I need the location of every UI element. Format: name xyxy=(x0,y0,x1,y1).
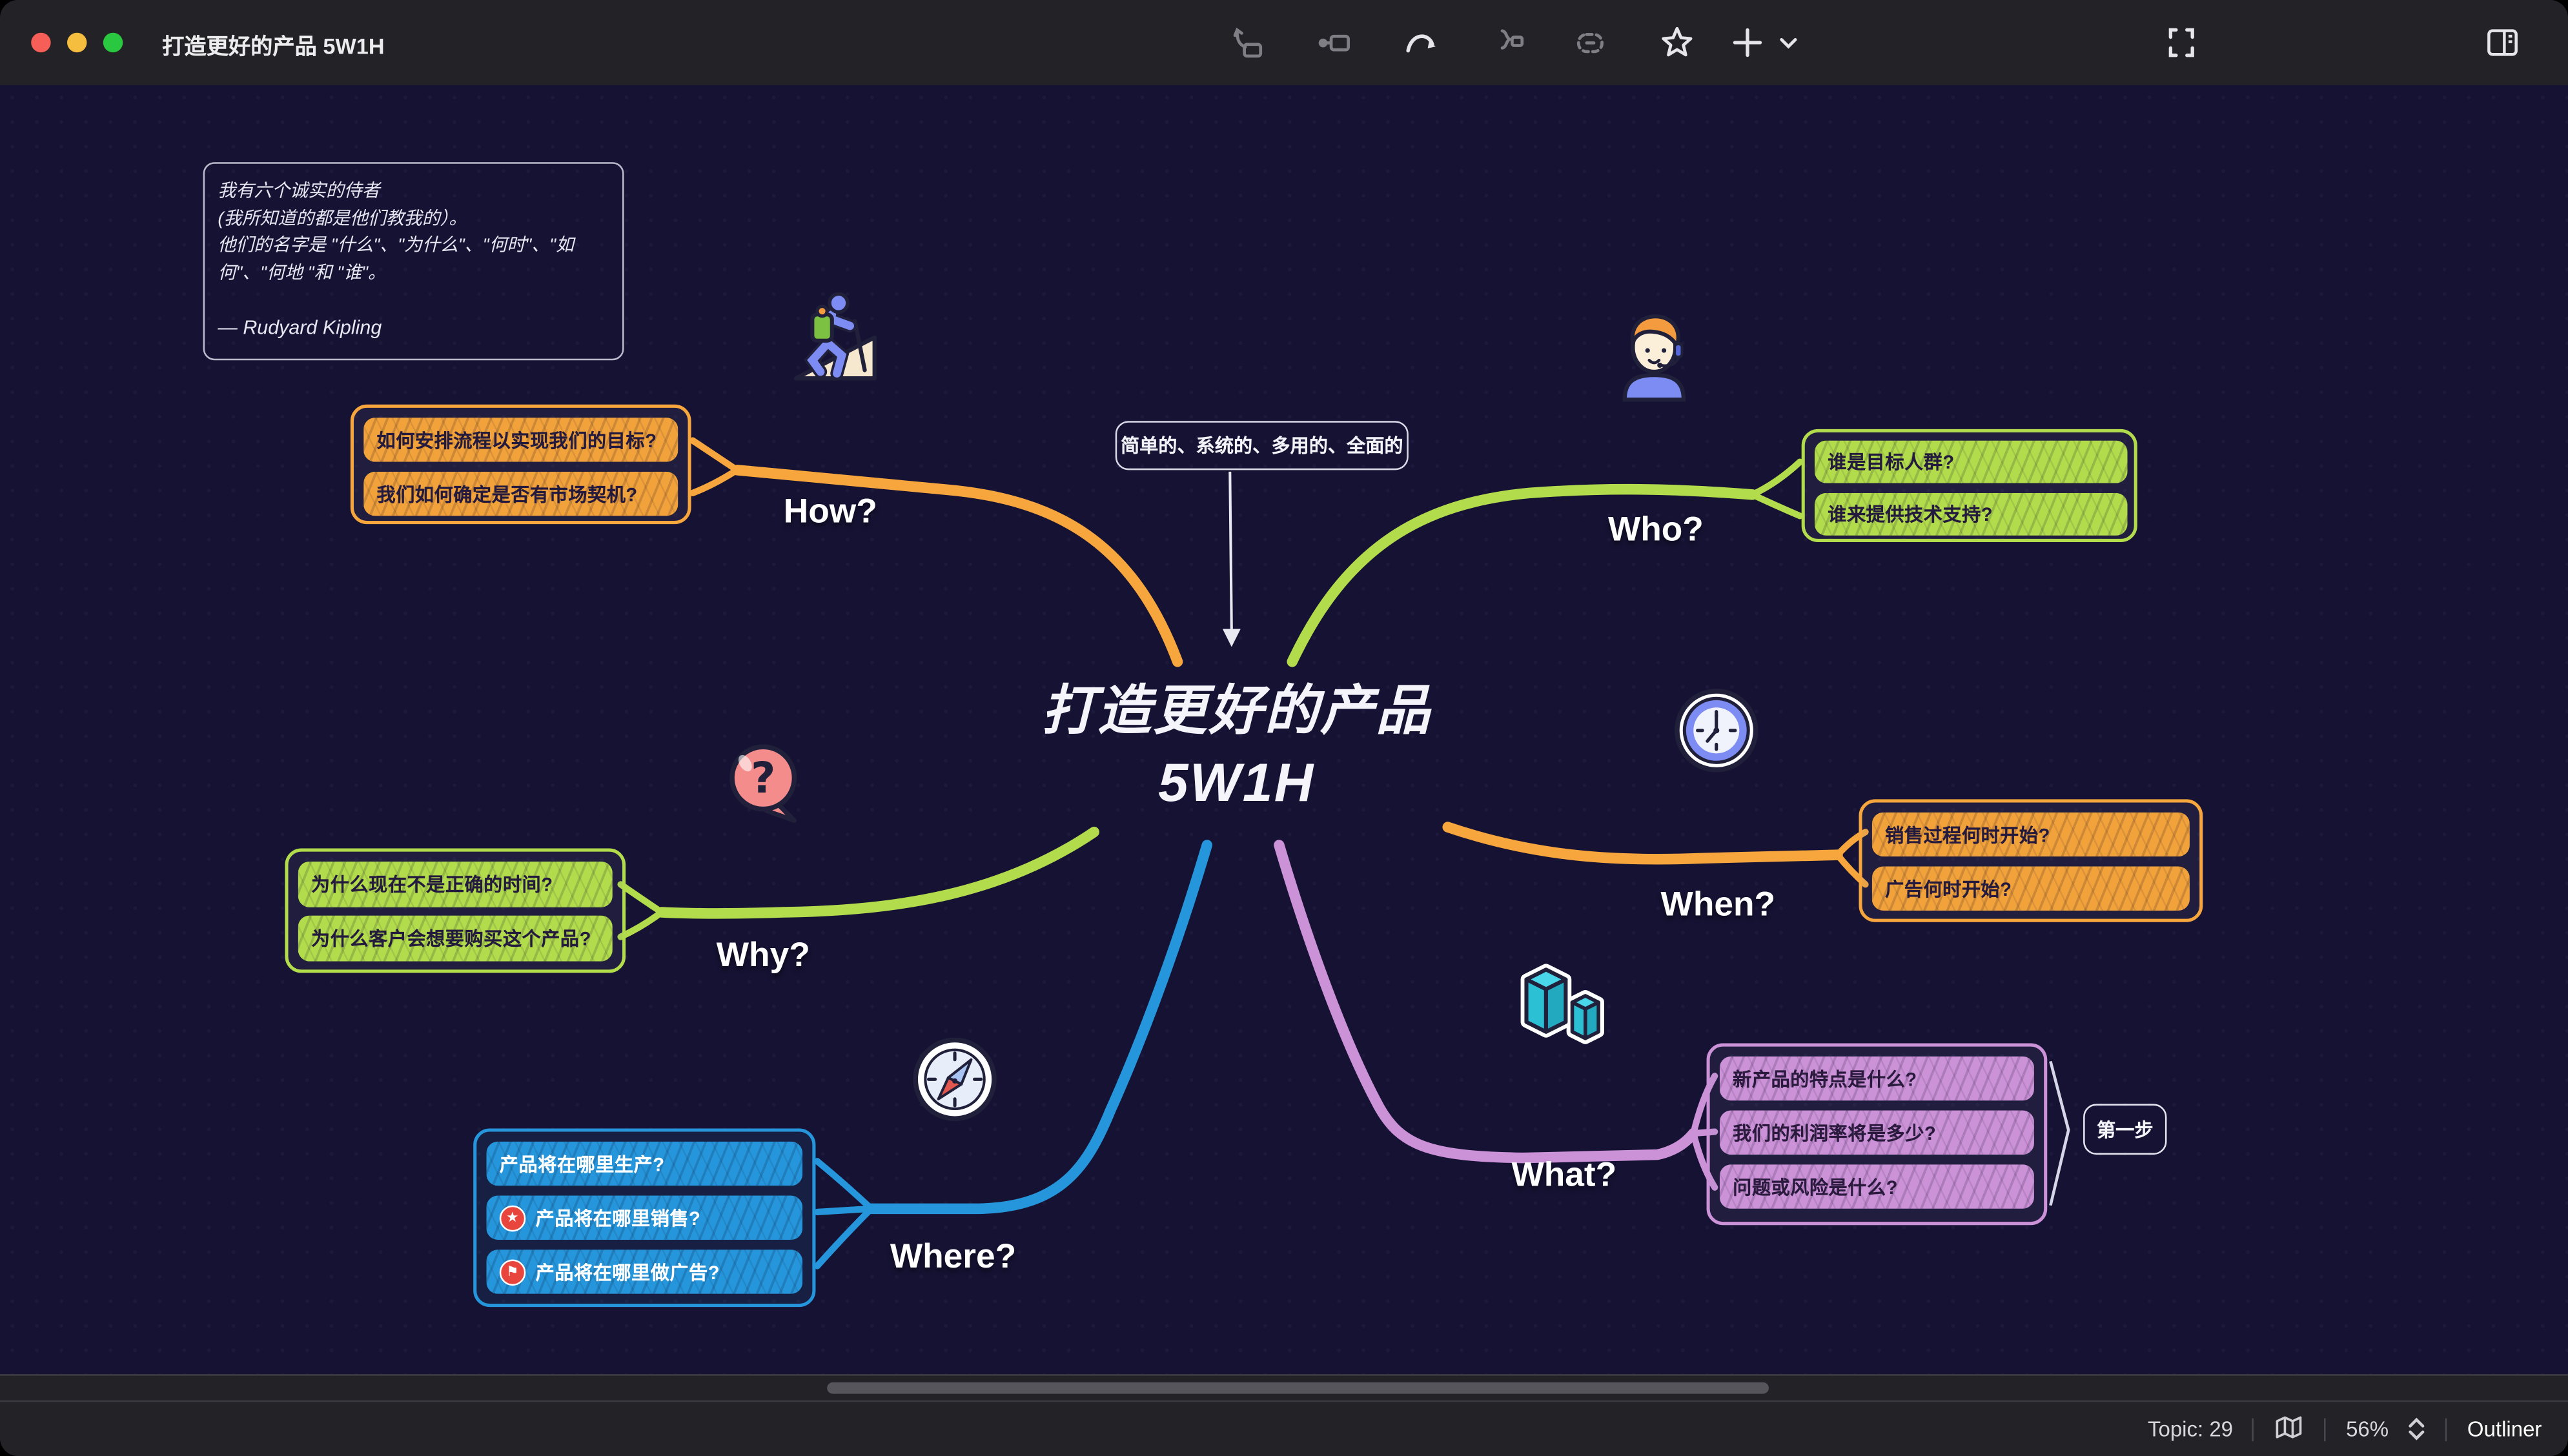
branch-line-who-2 xyxy=(1749,491,1804,520)
branch-label-how[interactable]: How? xyxy=(783,492,877,531)
insert-plus-icon[interactable] xyxy=(1724,19,1770,65)
branch-label-where[interactable]: Where? xyxy=(890,1238,1017,1276)
topic[interactable]: 问题或风险是什么? xyxy=(1720,1164,2034,1209)
branch-line-what xyxy=(1274,840,1699,1164)
quote-line: (我所知道的都是他们教我的）。 xyxy=(218,208,467,229)
branch-line-where-1 xyxy=(813,1158,875,1212)
branch-line-why-1 xyxy=(617,881,666,916)
quote-author: — Rudyard Kipling xyxy=(218,316,382,339)
relationship-icon[interactable] xyxy=(1399,19,1445,65)
statusbar: Topic: 29 56% Outliner xyxy=(0,1400,2568,1456)
branch-label-what[interactable]: What? xyxy=(1511,1156,1617,1194)
hiker-icon xyxy=(793,292,877,381)
branch-line-when xyxy=(1442,822,1843,865)
mindmap-canvas[interactable]: 我有六个诚实的侍者 (我所知道的都是他们教我的）。 他们的名字是 "什么"、"为… xyxy=(0,85,2568,1375)
relationship-arrow xyxy=(1228,471,1233,631)
branch-line-how-2 xyxy=(689,467,740,496)
svg-text:?: ? xyxy=(751,753,775,803)
topic[interactable]: 广告何时开始? xyxy=(1872,866,2190,911)
divider xyxy=(2325,1417,2327,1441)
topic-count: Topic: 29 xyxy=(2147,1417,2234,1442)
question-bubble-icon: ? xyxy=(729,744,797,823)
close-window-button[interactable] xyxy=(31,32,51,53)
quote-line: 我有六个诚实的侍者 xyxy=(218,181,380,202)
summary-label: 第一步 xyxy=(2096,1121,2154,1141)
divider xyxy=(2445,1417,2448,1441)
horizontal-scrollbar-thumb[interactable] xyxy=(827,1382,1769,1394)
topic[interactable]: 为什么现在不是正确的时间? xyxy=(298,861,613,907)
outliner-toggle[interactable]: Outliner xyxy=(2467,1417,2542,1442)
star-marker-icon: ★ xyxy=(499,1204,526,1231)
topic[interactable]: 我们如何确定是否有市场契机? xyxy=(363,471,678,516)
central-topic-line1: 打造更好的产品 xyxy=(1041,680,1432,741)
minimize-window-button[interactable] xyxy=(67,32,87,53)
summary-bracket xyxy=(2049,1060,2070,1206)
topic[interactable]: ★ 产品将在哪里销售? xyxy=(486,1195,802,1240)
insert-topic-icon[interactable] xyxy=(1312,19,1358,65)
divider xyxy=(2252,1417,2255,1441)
format-panel-icon[interactable] xyxy=(2480,19,2525,65)
topic[interactable]: 谁是目标人群? xyxy=(1815,440,2128,483)
boundary-when[interactable]: 销售过程何时开始? 广告何时开始? xyxy=(1859,799,2203,922)
zoom-window-button[interactable] xyxy=(103,32,123,53)
compass-icon xyxy=(913,1037,997,1122)
quote-line: 他们的名字是 "什么"、"为什么"、"何时"、"如何"、"何地 "和 "谁"。 xyxy=(218,236,574,283)
support-person-icon xyxy=(1622,314,1686,402)
quote-topic[interactable]: 我有六个诚实的侍者 (我所知道的都是他们教我的）。 他们的名字是 "什么"、"为… xyxy=(203,162,624,361)
floating-topic[interactable]: 简单的、系统的、多用的、全面的 xyxy=(1115,421,1409,470)
horizontal-scrollbar-track[interactable] xyxy=(0,1374,2568,1402)
branch-line-who-1 xyxy=(1749,458,1804,498)
clock-icon xyxy=(1675,689,1758,773)
branch-label-why[interactable]: Why? xyxy=(716,936,810,975)
branch-line-why-2 xyxy=(617,909,666,940)
branch-line-where-2 xyxy=(813,1205,875,1215)
summary-topic[interactable]: 第一步 xyxy=(2083,1104,2167,1155)
boundary-how[interactable]: 如何安排流程以实现我们的目标? 我们如何确定是否有市场契机? xyxy=(350,404,691,525)
insert-dropdown-chevron-icon[interactable] xyxy=(1766,19,1811,65)
branch-line-why xyxy=(656,826,1099,919)
pitch-mode-icon[interactable] xyxy=(2159,19,2205,65)
insert-subtopic-icon[interactable] xyxy=(1225,19,1271,65)
window-title: 打造更好的产品 5W1H xyxy=(162,34,385,59)
topic[interactable]: 我们的利润率将是多少? xyxy=(1720,1110,2034,1155)
boundary-why[interactable]: 为什么现在不是正确的时间? 为什么客户会想要购买这个产品? xyxy=(285,848,626,973)
boundary-what[interactable]: 新产品的特点是什么? 我们的利润率将是多少? 问题或风险是什么? xyxy=(1706,1043,2048,1226)
topic[interactable]: 新产品的特点是什么? xyxy=(1720,1056,2034,1101)
boundary-icon[interactable] xyxy=(1567,19,1613,65)
map-overview-icon[interactable] xyxy=(2274,1413,2305,1446)
zoom-stepper[interactable] xyxy=(2409,1417,2427,1441)
topic[interactable]: 为什么客户会想要购买这个产品? xyxy=(298,915,613,962)
topic[interactable]: 销售过程何时开始? xyxy=(1872,812,2190,857)
floating-topic-label: 简单的、系统的、多用的、全面的 xyxy=(1120,437,1403,458)
branch-label-when[interactable]: When? xyxy=(1660,885,1776,924)
branch-line-where xyxy=(866,840,1213,1215)
central-topic-line2: 5W1H xyxy=(1158,751,1315,813)
topic[interactable]: ⚑ 产品将在哪里做广告? xyxy=(486,1249,802,1294)
cubes-icon xyxy=(1520,964,1604,1044)
relationship-arrowhead xyxy=(1222,629,1241,647)
topic[interactable]: 如何安排流程以实现我们的目标? xyxy=(363,418,678,462)
branch-label-who[interactable]: Who? xyxy=(1607,511,1704,549)
branch-line-where-3 xyxy=(813,1205,875,1269)
topic[interactable]: 产品将在哪里生产? xyxy=(486,1141,802,1186)
marker-star-icon[interactable] xyxy=(1654,19,1700,65)
boundary-who[interactable]: 谁是目标人群? 谁来提供技术支持? xyxy=(1801,429,2137,542)
central-topic[interactable]: 打造更好的产品 5W1H xyxy=(1042,675,1432,819)
branch-line-how-1 xyxy=(689,437,740,474)
summary-icon[interactable] xyxy=(1484,19,1530,65)
topic[interactable]: 谁来提供技术支持? xyxy=(1815,492,2128,536)
titlebar: 打造更好的产品 5W1H xyxy=(0,0,2568,85)
flag-marker-icon: ⚑ xyxy=(499,1259,526,1285)
zoom-level[interactable]: 56% xyxy=(2346,1417,2389,1442)
boundary-where[interactable]: 产品将在哪里生产? ★ 产品将在哪里销售? ⚑ 产品将在哪里做广告? xyxy=(473,1128,816,1308)
